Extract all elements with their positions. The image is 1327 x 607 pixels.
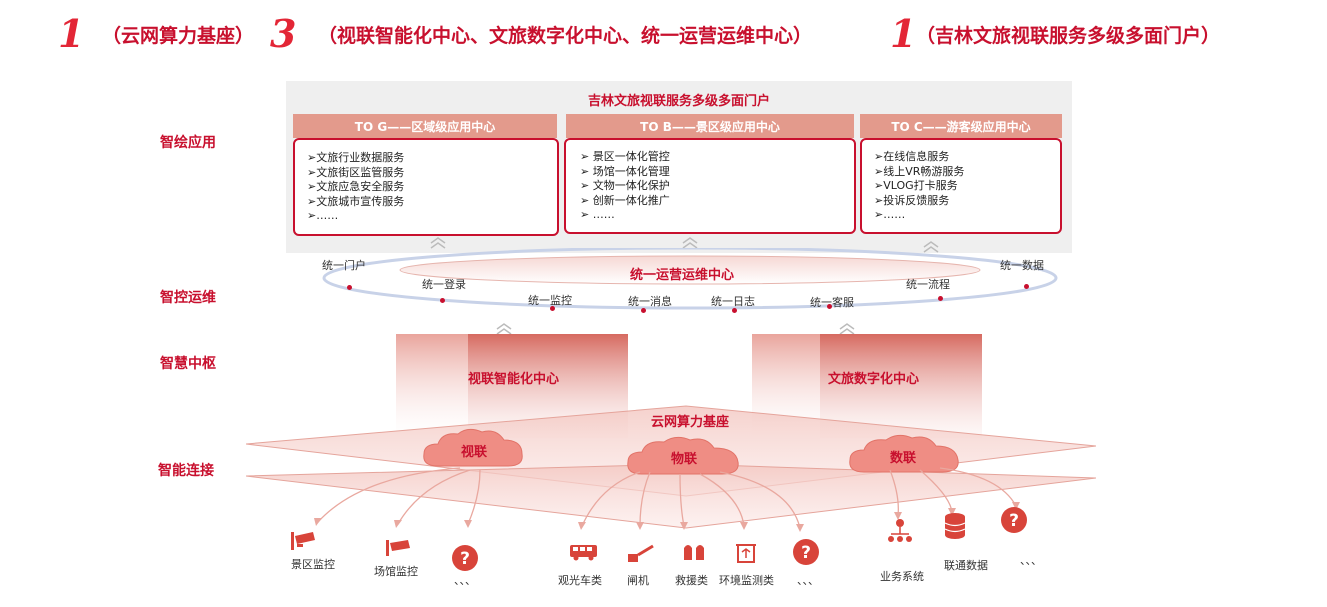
- column-box-g: ➢文旅行业数据服务 ➢文旅街区监管服务 ➢文旅应急安全服务 ➢文旅城市宣传服务 …: [293, 138, 559, 236]
- list-item: ➢……: [874, 208, 906, 221]
- column-box-b: ➢ 景区一体化管控 ➢ 场馆一体化管理 ➢ 文物一体化保护 ➢ 创新一体化推广 …: [564, 138, 856, 234]
- recycle-bin-icon: [736, 544, 756, 563]
- device-label-more-2: 、、、: [797, 574, 819, 587]
- device-label-venue: 场馆监控: [374, 565, 418, 578]
- ring-dot: [1024, 284, 1029, 289]
- ops-label-portal: 统一门户: [322, 259, 366, 272]
- list-item: ➢ ……: [580, 208, 615, 221]
- question-icon: ?: [793, 539, 819, 565]
- device-label-business: 业务系统: [880, 570, 924, 583]
- layer-label-ops: 智控运维: [160, 290, 216, 306]
- list-item: ➢文旅街区监管服务: [307, 165, 405, 179]
- list-item: ➢线上VR畅游服务: [874, 164, 965, 178]
- header-number-1: 1: [58, 11, 85, 56]
- column-head-b: TO B——景区级应用中心: [566, 114, 854, 138]
- device-label-more-1: 、、、: [454, 574, 476, 587]
- device-label-env: 环境监测类: [719, 574, 774, 587]
- cloud-label-iot: 物联: [671, 452, 698, 467]
- ring-dot: [550, 306, 555, 311]
- column-head-g: TO G——区域级应用中心: [293, 114, 557, 138]
- chevron-up-icon: [682, 237, 698, 249]
- hub-left-label: 视联智能化中心: [468, 372, 560, 387]
- chevron-up-icon: [839, 323, 855, 335]
- column-head-c: TO C——游客级应用中心: [860, 114, 1062, 138]
- header-title-1: （云网算力基座）: [102, 25, 255, 47]
- list-item: ➢在线信息服务: [874, 150, 950, 163]
- list-item: ➢ 创新一体化推广: [580, 193, 670, 207]
- chevron-up-icon: [496, 323, 512, 335]
- device-label-rescue: 救援类: [675, 574, 708, 587]
- ring-dot: [938, 296, 943, 301]
- list-item: ➢ 场馆一体化管理: [580, 164, 670, 178]
- cloud-shape: [849, 434, 959, 473]
- ops-label-data: 统一数据: [1000, 259, 1044, 272]
- ops-label-monitor: 统一监控: [528, 294, 572, 307]
- ops-center-title: 统一运营运维中心: [630, 268, 735, 283]
- list-item: ➢投诉反馈服务: [874, 193, 950, 207]
- svg-text:?: ?: [1009, 511, 1019, 531]
- chevron-up-icon: [923, 241, 939, 253]
- ring-dot: [440, 298, 445, 303]
- list-item: ➢文旅城市宣传服务: [307, 194, 405, 208]
- header-number-3: 1: [890, 11, 917, 56]
- device-label-bus: 观光车类: [558, 574, 602, 587]
- chevron-up-icon: [430, 237, 446, 249]
- svg-text:?: ?: [801, 543, 811, 563]
- layer-label-connect: 智能连接: [158, 463, 214, 479]
- list-item: ➢文旅行业数据服务: [307, 151, 405, 164]
- list-item: ➢VLOG打卡服务: [874, 179, 958, 192]
- list-item: ➢……: [307, 209, 339, 222]
- database-icon: [944, 513, 966, 539]
- header-title-3: （吉林文旅视联服务多级多面门户）: [916, 25, 1221, 47]
- ops-label-flow: 统一流程: [906, 278, 950, 291]
- cloud-label-data: 数联: [890, 451, 917, 466]
- ring-dot: [732, 308, 737, 313]
- device-label-gate: 闸机: [627, 574, 649, 587]
- ops-label-message: 统一消息: [628, 295, 672, 308]
- ops-label-login: 统一登录: [422, 278, 466, 291]
- bus-icon: [570, 545, 597, 561]
- business-system-icon: [888, 519, 912, 542]
- cloud-shape: [423, 428, 523, 467]
- layer-label-hub: 智慧中枢: [160, 356, 216, 372]
- ring-dot: [641, 308, 646, 313]
- camera-icon: [386, 540, 410, 556]
- connection-arcs: [314, 467, 1020, 532]
- device-label-more-3: 、、、: [1020, 554, 1042, 567]
- header-number-2: 3: [270, 11, 297, 56]
- header-title-2: （视联智能化中心、文旅数字化中心、统一运营运维中心）: [318, 25, 813, 47]
- ring-dot: [827, 304, 832, 309]
- rescue-icon: [684, 545, 704, 560]
- list-item: ➢文旅应急安全服务: [307, 180, 405, 193]
- column-box-c: ➢在线信息服务 ➢线上VR畅游服务 ➢VLOG打卡服务 ➢投诉反馈服务 ➢……: [860, 138, 1062, 234]
- layer-label-app: 智绘应用: [160, 135, 216, 151]
- question-icon: ?: [452, 545, 478, 571]
- ops-label-service: 统一客服: [810, 296, 854, 309]
- cloud-label-video: 视联: [461, 445, 488, 460]
- ops-label-log: 统一日志: [711, 295, 755, 308]
- ring-dot: [347, 285, 352, 290]
- base-title: 云网算力基座: [651, 415, 730, 430]
- list-item: ➢ 景区一体化管控: [580, 150, 670, 163]
- cloud-shape: [627, 436, 739, 475]
- camera-icon: [291, 532, 315, 550]
- device-label-unicom: 联通数据: [944, 559, 988, 572]
- device-label-scenic: 景区监控: [291, 558, 335, 571]
- ops-ring: [322, 248, 1058, 310]
- question-icon: ?: [1001, 507, 1027, 533]
- gate-icon: [628, 544, 654, 562]
- portal-title: 吉林文旅视联服务多级多面门户: [587, 94, 770, 109]
- hub-right-label: 文旅数字化中心: [828, 372, 920, 387]
- list-item: ➢ 文物一体化保护: [580, 179, 670, 192]
- svg-text:?: ?: [460, 549, 470, 569]
